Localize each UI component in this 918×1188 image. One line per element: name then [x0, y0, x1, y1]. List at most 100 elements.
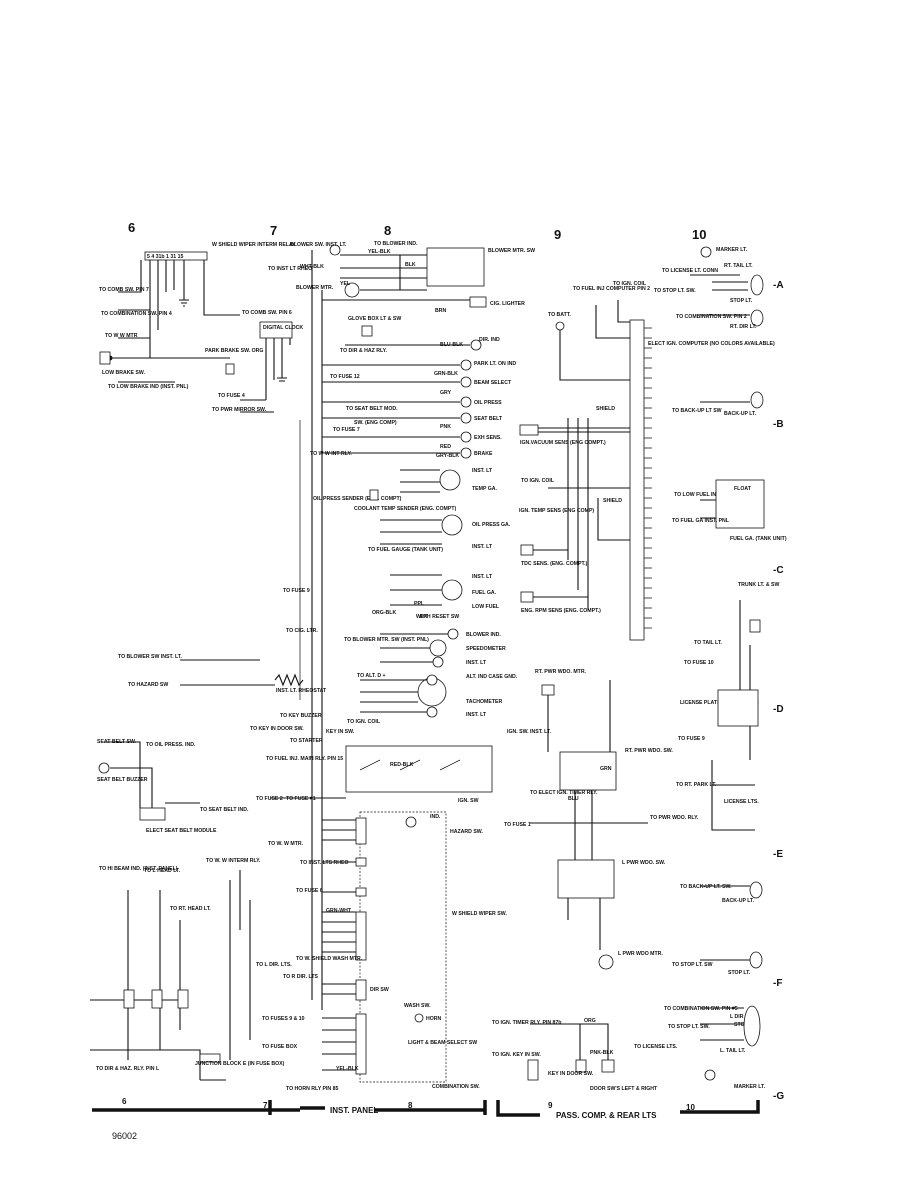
speedo-inst-lt-bulb: [432, 656, 444, 668]
seat-belt-buzzer-label: SEAT BELT BUZZER: [97, 777, 148, 783]
temp-gauge-symbol: [439, 469, 461, 491]
blower-sw-inst-lt-bulb: [329, 244, 341, 256]
to-pwr-wdo-rly-label: TO PWR WDO. RLY.: [650, 815, 699, 821]
combination-sw-label: COMBINATION SW.: [432, 1084, 480, 1090]
section-col8: BLOWER SW. INST. LT. TO BLOWER IND. BLOW…: [97, 241, 535, 1010]
inst-lt-label-5: INST. LT: [466, 712, 487, 718]
rt-dir-lamp: [750, 309, 764, 327]
eng-rpm-sens-symbol: [520, 591, 534, 603]
hazard-connector-7: [355, 857, 367, 867]
wire-code: BLU: [568, 796, 579, 802]
wire-code: BRN: [435, 308, 446, 314]
wire-code: YEL: [340, 281, 351, 287]
fuel-inj-computer-label: TO FUEL INJ COMPUTER PIN 2: [573, 286, 650, 292]
l-head-lt-label: TO L HEAD LT.: [144, 868, 181, 874]
park-lt-on-ind-label: PARK LT. ON IND: [474, 361, 516, 367]
wire-code: PPL: [414, 601, 425, 607]
r-dir-lts-label: TO R DIR. LTS: [283, 974, 319, 980]
wire-code: BLU-BLK: [440, 342, 463, 348]
tdc-sens-symbol: [520, 544, 534, 556]
ign-coil-label: TO IGN. COIL: [347, 719, 381, 725]
fuel-ga-label: FUEL GA.: [472, 590, 497, 596]
cig-lighter-label: CIG. LIGHTER: [490, 301, 525, 307]
footer-col-8: 8: [408, 1101, 413, 1110]
dir-ind-bulb: [470, 339, 482, 351]
ign-sw-box: [345, 745, 493, 793]
wshield-wiper-sw-label: W SHIELD WIPER SW.: [452, 911, 507, 917]
wire-code: YEL-BLK: [336, 1066, 359, 1072]
exh-sens-bulb: [460, 431, 472, 443]
wiper-connector: [355, 911, 367, 961]
ww-int-rly-label: TO W W INT RLY.: [310, 451, 352, 457]
wire-code: ORG: [584, 1018, 596, 1024]
coolant-temp-sender-label: COOLANT TEMP SENDER (ENG. COMPT): [354, 506, 456, 512]
stop-lt-sw-label: TO STOP LT. SW.: [654, 288, 696, 294]
shield-label-2: SHIELD: [603, 498, 622, 504]
oil-press-sender-label: OIL PRESS SENDER (ENG. COMPT): [313, 496, 402, 502]
door-sws-symbol: [601, 1059, 615, 1073]
license-lts-to-label: TO LICENSE LTS.: [634, 1044, 678, 1050]
hazard-sw-to-label: TO HAZARD SW: [128, 682, 168, 688]
license-lts-label: LICENSE LTS.: [724, 799, 759, 805]
fuse7-label: TO FUSE 7: [333, 427, 360, 433]
fuse10-label: TO FUSE 10: [684, 660, 714, 666]
marker-lt-label: MARKER LT.: [716, 247, 748, 253]
section-col6: 5 4 31b 1 31 15 W SHIELD WIPER INTERM RE…: [99, 242, 296, 390]
to-fuse9-label: TO FUSE 9: [678, 736, 705, 742]
to-ign-coil-top-label: TO IGN. COIL: [613, 281, 647, 287]
marker-lt2-label: MARKER LT.: [734, 1084, 766, 1090]
ign-vacuum-sens-symbol: [519, 424, 539, 436]
fuse12-label: TO FUSE 12: [330, 374, 360, 380]
pwr-mirror-sw-label: TO PWR MIRROR SW.: [212, 407, 267, 413]
stop-lt-sw3-label: TO STOP LT. SW.: [668, 1024, 710, 1030]
exh-sens-label: EXH SENS.: [474, 435, 502, 441]
ign-temp-sens-label: IGN. TEMP SENS (ENG COMP): [519, 508, 594, 514]
column-8: 8: [384, 223, 391, 238]
fuse-12-symbol: [123, 989, 135, 1009]
rt-pwr-wdo-mtr-symbol: [541, 684, 555, 696]
l-pwr-wdo-sw-box: [557, 859, 615, 899]
wire-code: WHT: [416, 614, 429, 620]
horn-symbol: [414, 1013, 424, 1023]
fuel-inj-main-label: TO FUEL INJ. MAIN RLY. PIN 15: [266, 756, 343, 762]
eng-rpm-sens-label: ENG. RPM SENS (ENG. COMPT.): [521, 608, 601, 614]
elect-ign-timer-rly-label: TO ELECT IGN. TIMER RLY.: [530, 790, 598, 796]
license-plate-contacts-box: [717, 689, 759, 727]
sw-eng-comp-label: SW. (ENG COMP): [354, 420, 397, 426]
fuse-13-symbol: [151, 989, 163, 1009]
indicator-lamps: [322, 359, 472, 459]
combination-sw-pin4-label: TO COMBINATION SW. PIN 4: [101, 311, 172, 317]
trunk-lt-sw-label: TRUNK LT. & SW: [738, 582, 780, 588]
l-pwr-wdo-mtr-symbol: [598, 954, 614, 970]
stop-lamp-2: [749, 951, 763, 969]
rt-pwr-wdo-sw-box: [559, 751, 617, 791]
footer-col-7: 7: [263, 1101, 268, 1110]
footer-col-9: 9: [548, 1101, 553, 1110]
inst-lt-label-4: INST. LT: [466, 660, 487, 666]
inst-lt-rheostat-label: INST. LT. RHEOSTAT: [276, 688, 327, 694]
fuel-ga-tank-label: FUEL GA. (TANK UNIT): [730, 536, 787, 542]
wire-code: GRN-WHT: [326, 908, 352, 914]
speedometer-symbol: [429, 639, 447, 657]
oil-press-gauge-symbol: [441, 514, 463, 536]
combination-sw-outline: [359, 811, 447, 1083]
seat-belt-bulb: [460, 412, 472, 424]
marker-lt-bulb: [700, 246, 712, 258]
park-lt-on-ind-bulb: [460, 359, 472, 371]
hi-beam-ind-label: TO HI BEAM IND. (INST. PANEL): [99, 866, 178, 872]
to-fuse1-label: TO FUSE 1: [504, 822, 531, 828]
license-lt-conn-label: TO LICENSE LT. CONN: [662, 268, 718, 274]
ign-timer-rly-label: TO IGN. TIMER RLY. PIN 87b: [492, 1020, 561, 1026]
rt-dir-lt-label: RT. DIR LT.: [730, 324, 757, 330]
beam-select-bulb: [460, 376, 472, 388]
inst-lts-rheo-label: TO INST. LTS RHEO: [300, 860, 349, 866]
fuse4-label: TO FUSE 4: [218, 393, 245, 399]
digital-clock-label: DIGITAL CLOCK: [263, 325, 303, 331]
dir-sw-label: DIR SW: [370, 987, 389, 993]
to-ign-coil-mid-label: TO IGN. COIL: [521, 478, 555, 484]
stop-lt-sw2-label: TO STOP LT. SW: [672, 962, 713, 968]
wire-code: WHT-BLK: [300, 264, 324, 270]
fuel-gauge-symbol: [441, 579, 463, 601]
